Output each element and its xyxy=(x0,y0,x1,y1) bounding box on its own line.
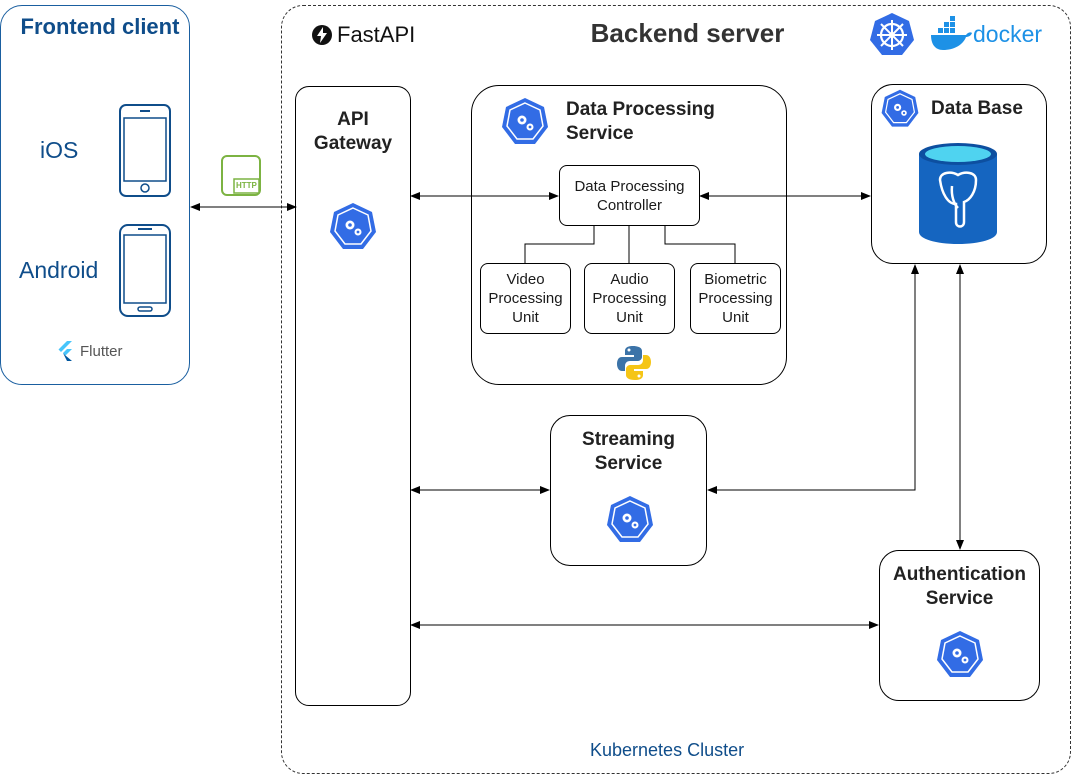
http-label: HTTP xyxy=(236,181,257,190)
android-label: Android xyxy=(19,257,99,283)
postgresql-database-icon xyxy=(919,143,997,244)
data-processing-title: Data Processing Service xyxy=(566,99,715,144)
http-icon xyxy=(221,155,261,196)
backend-title: Backend server xyxy=(590,18,785,48)
authentication-service-title: Authentication Service xyxy=(893,564,1026,609)
fastapi-label: FastAPI xyxy=(337,22,416,47)
frontend-title: Frontend client xyxy=(20,14,180,39)
database-title: Data Base xyxy=(931,98,1023,119)
streaming-service-title: Streaming Service xyxy=(582,429,675,474)
docker-whale-icon xyxy=(931,16,972,50)
iphone-icon xyxy=(119,104,171,197)
docker-label: docker xyxy=(973,21,1043,47)
streaming-database-arrow xyxy=(707,264,919,494)
cluster-label: Kubernetes Cluster xyxy=(590,740,745,760)
audio-processing-unit: Audio Processing Unit xyxy=(584,263,675,334)
api-gateway-box xyxy=(295,86,411,706)
data-processing-controller: Data Processing Controller xyxy=(559,165,700,226)
flutter-logo-icon xyxy=(58,341,72,361)
api-gateway-title: API Gateway xyxy=(313,109,393,154)
frontend-client-container xyxy=(0,5,190,385)
kubernetes-cluster-container xyxy=(281,5,1071,774)
video-processing-unit: Video Processing Unit xyxy=(480,263,571,334)
python-logo-icon xyxy=(617,346,651,380)
android-phone-icon xyxy=(119,224,171,317)
ios-label: iOS xyxy=(40,137,79,163)
fastapi-logo-icon xyxy=(312,25,332,45)
flutter-label: Flutter xyxy=(80,343,123,360)
kubernetes-logo-icon xyxy=(870,13,914,55)
